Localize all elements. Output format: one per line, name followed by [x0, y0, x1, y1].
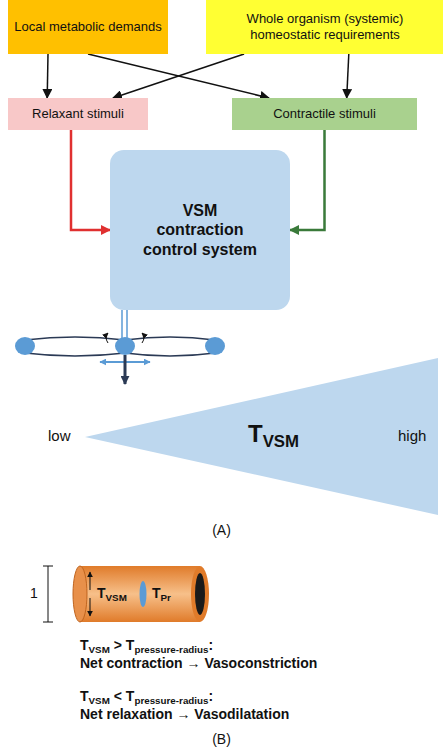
label-line: high [398, 427, 426, 444]
stimulus-box: Relaxant stimuli [8, 98, 148, 130]
tension-wedge [85, 358, 438, 515]
link-line [121, 310, 123, 338]
control-system-box: VSM contraction control system [110, 150, 290, 310]
diameter-bracket [43, 566, 53, 567]
text-label: Net contraction → Vasoconstriction [80, 655, 317, 671]
connector-arrow [113, 54, 244, 98]
label-line: TVSM [97, 585, 127, 603]
text-label: T [97, 585, 106, 601]
text-label: T [152, 585, 161, 601]
subscript-label: pressure-radius [134, 695, 208, 706]
connector-arrow [88, 54, 269, 98]
label-line: low [48, 427, 71, 444]
connector-arrow [46, 54, 48, 98]
subscript-label: Pr [161, 592, 171, 603]
text-label: < T [114, 688, 135, 704]
vessel-lumen [195, 573, 205, 615]
label-line: TVSM > Tpressure-radius: [80, 637, 213, 655]
text-label: > T [114, 637, 135, 653]
node-text: Whole organism (systemic) homeostatic re… [212, 11, 438, 42]
diameter-bracket [43, 622, 53, 623]
text-label: (A) [212, 522, 231, 538]
source-box: Whole organism (systemic) homeostatic re… [206, 0, 443, 54]
text-label: T [80, 637, 89, 653]
subscript-label: VSM [89, 644, 110, 655]
text-label: Net relaxation → Vasodilatation [80, 706, 289, 722]
diameter-bracket [48, 566, 49, 622]
vessel-end [191, 566, 209, 622]
tension-arrow [90, 598, 91, 616]
connector-arrow [71, 130, 110, 230]
text-label: (B) [212, 731, 231, 747]
stimulus-box: Contractile stimuli [232, 98, 417, 130]
text-label: 1 [30, 585, 38, 601]
vsm-cell [205, 337, 225, 355]
node-text: VSM contraction control system [140, 201, 260, 259]
source-box: Local metabolic demands [8, 0, 168, 54]
subscript-label: VSM [106, 592, 127, 603]
label-line: TVSM [248, 420, 299, 452]
label-line: (B) [0, 731, 443, 747]
text-label: : [208, 688, 213, 704]
subscript-label: pressure-radius [134, 644, 208, 655]
label-line: TPr [152, 585, 171, 603]
subscript-label: VSM [263, 432, 299, 451]
node-text: Local metabolic demands [14, 19, 161, 35]
vsm-cell [115, 337, 135, 355]
link-line [126, 310, 128, 338]
label-line: Net contraction → Vasoconstriction [80, 655, 317, 671]
tension-arrow [90, 572, 91, 590]
curl-arrow [106, 333, 108, 343]
text-label: low [48, 427, 71, 444]
vsm-cell [15, 337, 35, 355]
text-label: high [398, 427, 426, 444]
connector-arrow [347, 54, 349, 98]
node-text: Contractile stimuli [273, 106, 376, 122]
label-line: 1 [30, 585, 38, 601]
connector-arrow [290, 130, 325, 230]
output-arrow [124, 355, 127, 384]
vessel-cylinder [80, 566, 200, 622]
label-line: (A) [0, 522, 443, 538]
text-label: T [80, 688, 89, 704]
label-line: Net relaxation → Vasodilatation [80, 706, 289, 722]
text-label: : [208, 637, 213, 653]
subscript-label: VSM [89, 695, 110, 706]
curl-arrow [142, 333, 144, 343]
vsm-cell [140, 581, 147, 607]
node-text: Relaxant stimuli [32, 106, 124, 122]
text-label: T [248, 420, 263, 447]
vessel-end [73, 566, 87, 622]
label-line: TVSM < Tpressure-radius: [80, 688, 213, 706]
